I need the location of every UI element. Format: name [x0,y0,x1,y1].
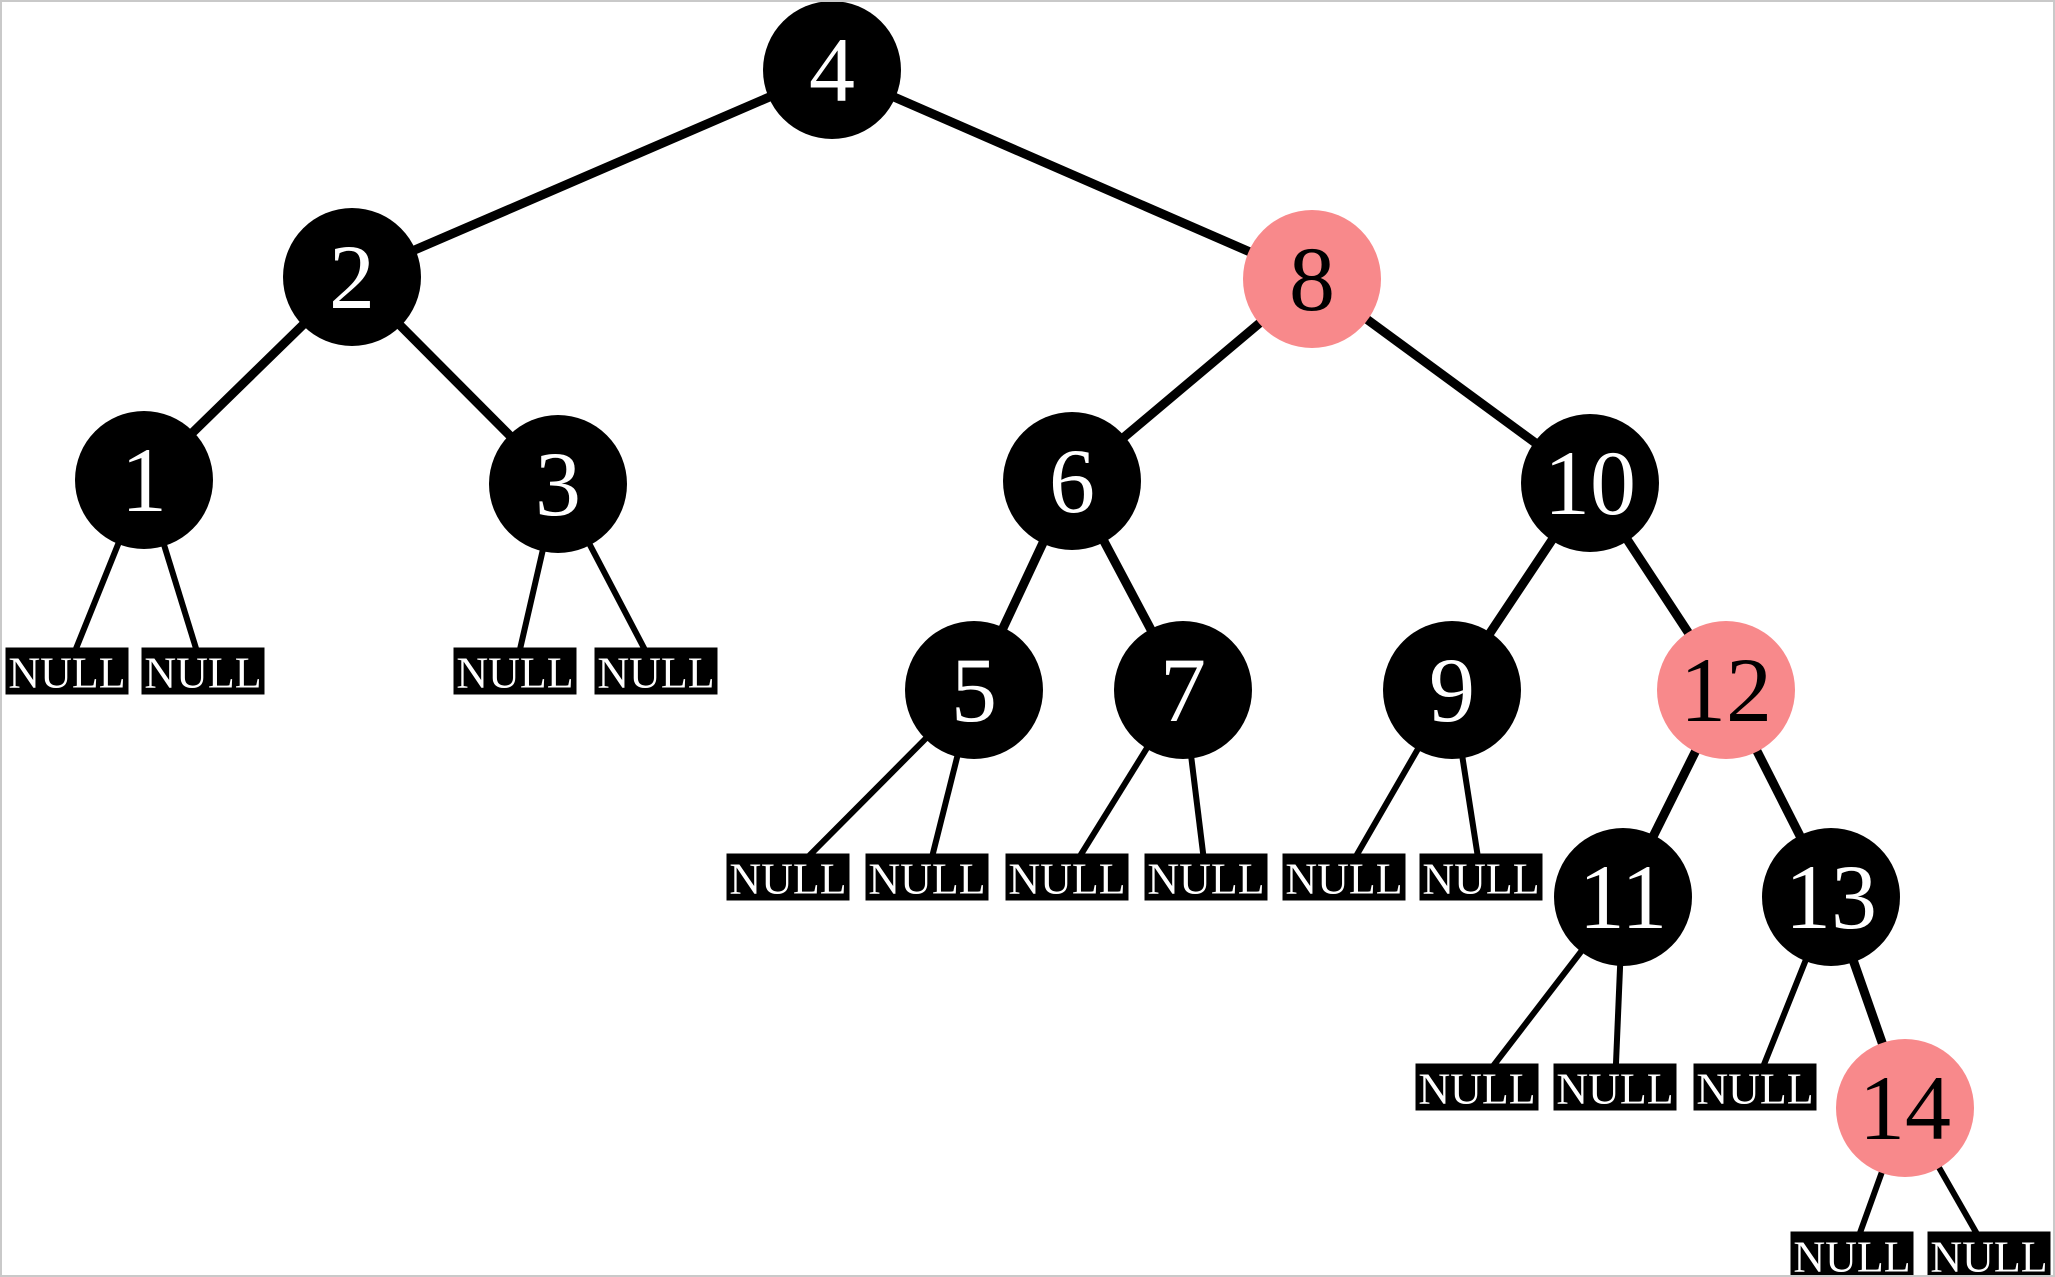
null-leaf-null-1L: NULL [5,647,129,698]
tree-node-circle-9 [1383,621,1521,759]
tree-node-circle-10 [1521,414,1659,552]
null-leaf-label-null-1R: NULL [144,649,261,698]
null-leaf-box-null-14R [1927,1231,2051,1277]
tree-node-10: 10 [1521,414,1659,552]
tree-node-circle-2 [283,208,421,346]
null-leaf-null-9L: NULL [1282,853,1406,904]
null-leaf-null-3L: NULL [453,647,577,698]
tree-node-label-5: 5 [951,639,997,741]
tree-node-label-4: 4 [809,19,855,121]
tree-node-4: 4 [763,1,901,139]
tree-node-6: 6 [1003,412,1141,550]
null-leaf-box-null-11L [1415,1063,1539,1111]
tree-node-circle-5 [905,621,1043,759]
null-leaf-box-null-7R [1144,853,1268,901]
tree-node-13: 13 [1762,828,1900,966]
tree-node-label-3: 3 [535,433,581,535]
tree-node-8: 8 [1243,210,1381,348]
null-leaf-box-null-7L [1005,853,1129,901]
tree-node-label-13: 13 [1785,846,1877,948]
tree-edge-4-2 [350,65,834,282]
null-leaf-box-null-11R [1553,1063,1677,1111]
null-leaf-box-null-5R [865,853,989,901]
tree-node-label-8: 8 [1289,228,1335,330]
tree-node-3: 3 [489,415,627,553]
null-leaf-box-null-13L [1693,1063,1817,1111]
tree-node-circle-4 [763,1,901,139]
null-leaf-null-14R: NULL [1927,1231,2051,1277]
null-leaf-label-null-5R: NULL [868,855,985,904]
null-leaf-label-null-11R: NULL [1556,1065,1673,1114]
null-leaf-null-14L: NULL [1790,1231,1914,1277]
tree-node-label-12: 12 [1680,639,1772,741]
tree-node-label-2: 2 [329,226,375,328]
tree-node-circle-3 [489,415,627,553]
null-leaf-box-null-9R [1419,853,1543,901]
null-leaf-box-null-3L [453,647,577,695]
null-leaf-label-null-7R: NULL [1147,855,1264,904]
tree-node-circle-11 [1554,828,1692,966]
null-leaf-label-null-9L: NULL [1285,855,1402,904]
null-leaf-null-5L: NULL [726,853,850,904]
tree-node-circle-7 [1114,621,1252,759]
tree-node-label-7: 7 [1160,639,1206,741]
null-leaf-null-5R: NULL [865,853,989,904]
null-leaf-null-9R: NULL [1419,853,1543,904]
tree-node-circle-14 [1836,1039,1974,1177]
null-leaf-label-null-3L: NULL [456,649,573,698]
null-leaf-label-null-9R: NULL [1422,855,1539,904]
tree-node-2: 2 [283,208,421,346]
tree-node-circle-12 [1657,621,1795,759]
null-leaf-label-null-1L: NULL [8,649,125,698]
null-leaf-box-null-14L [1790,1231,1914,1277]
null-leaf-label-null-5L: NULL [729,855,846,904]
null-leaf-null-11L: NULL [1415,1063,1539,1114]
null-leaf-null-1R: NULL [141,647,265,698]
null-leaf-null-13L: NULL [1693,1063,1817,1114]
null-leaf-label-null-14R: NULL [1930,1233,2047,1277]
null-leaf-box-null-9L [1282,853,1406,901]
tree-node-label-6: 6 [1049,430,1095,532]
null-leaf-null-11R: NULL [1553,1063,1677,1114]
tree-node-5: 5 [905,621,1043,759]
null-leaf-null-7R: NULL [1144,853,1268,904]
tree-node-9: 9 [1383,621,1521,759]
null-leaf-box-null-1R [141,647,265,695]
null-leaves: NULL NULL NULL NULL NULL NULL NULL NULL NULL NULL… [5,647,2051,1277]
null-leaf-box-null-5L [726,853,850,901]
tree-node-14: 14 [1836,1039,1974,1177]
null-leaf-label-null-13L: NULL [1696,1065,1813,1114]
tree-edge-4-8 [830,65,1314,284]
tree-node-label-1: 1 [121,429,167,531]
null-leaf-null-3R: NULL [594,647,718,698]
tree-node-label-10: 10 [1544,432,1636,534]
tree-node-circle-1 [75,411,213,549]
tree-node-11: 11 [1554,828,1692,966]
tree-node-circle-13 [1762,828,1900,966]
null-leaf-box-null-3R [594,647,718,695]
tree-node-circle-8 [1243,210,1381,348]
tree-node-label-9: 9 [1429,639,1475,741]
null-leaf-label-null-11L: NULL [1418,1065,1535,1114]
tree-node-7: 7 [1114,621,1252,759]
null-leaf-label-null-14L: NULL [1793,1233,1910,1277]
tree-node-circle-6 [1003,412,1141,550]
null-leaf-label-null-3R: NULL [597,649,714,698]
tree-node-1: 1 [75,411,213,549]
null-leaf-box-null-1L [5,647,129,695]
tree-node-label-11: 11 [1579,846,1668,948]
null-leaf-label-null-7L: NULL [1008,855,1125,904]
tree-node-label-14: 14 [1859,1057,1951,1159]
null-leaf-null-7L: NULL [1005,853,1129,904]
tree-node-12: 12 [1657,621,1795,759]
